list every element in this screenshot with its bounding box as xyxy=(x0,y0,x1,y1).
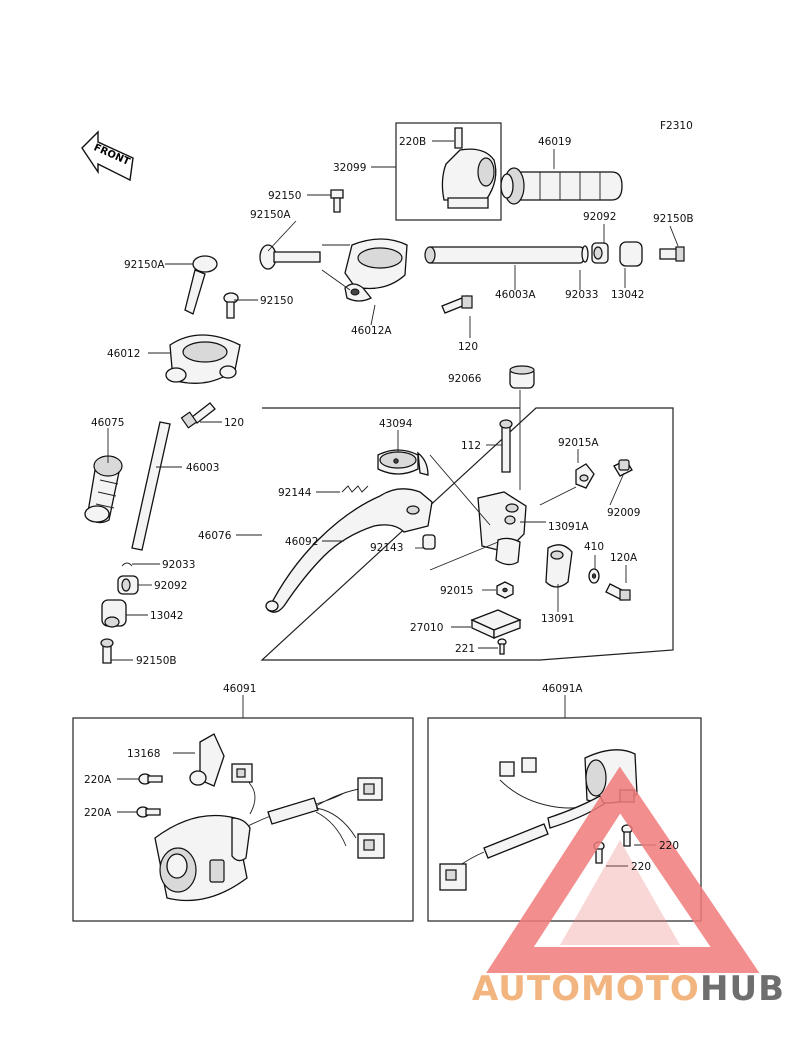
label-92150B-right: 92150B xyxy=(653,213,694,225)
label-220-1: 220 xyxy=(659,840,679,852)
label-13042-right: 13042 xyxy=(611,289,644,301)
label-46019: 46019 xyxy=(538,136,571,148)
label-32099: 32099 xyxy=(333,162,366,174)
washer-410-part xyxy=(588,568,600,584)
bolt-92150A-left-part xyxy=(184,255,218,315)
label-13042-left: 13042 xyxy=(150,610,183,622)
spring-92144-part xyxy=(341,485,369,493)
label-92009: 92009 xyxy=(607,507,640,519)
label-43094: 43094 xyxy=(379,418,413,430)
throttle-housing-frame xyxy=(395,122,502,221)
adjuster-92015A-part xyxy=(575,463,595,489)
left-small-parts xyxy=(100,562,139,664)
grip-left-part xyxy=(84,455,123,524)
throttle-grip-part xyxy=(500,167,623,205)
label-46012: 46012 xyxy=(107,348,140,360)
bolt-120A-part xyxy=(605,583,631,601)
label-220A-1: 220A xyxy=(84,774,112,786)
label-92150B-left: 92150B xyxy=(136,655,177,667)
cover-43094-part xyxy=(377,449,429,476)
bolt-120-left-part xyxy=(180,402,216,429)
handlebar-clamp-right-part xyxy=(344,238,408,302)
label-92033-right: 92033 xyxy=(565,289,598,301)
switch-cable-left-part xyxy=(231,763,385,859)
cap-92066-part xyxy=(509,365,535,389)
label-46003A: 46003A xyxy=(495,289,536,301)
label-92150A-top: 92150A xyxy=(250,209,291,221)
handlebar-clamp-left-part xyxy=(165,334,241,384)
automotohub-watermark-logo: AUTOMOTO HUB xyxy=(472,766,785,1009)
bolt-92150A-top-part xyxy=(259,244,321,270)
label-46012A: 46012A xyxy=(351,325,392,337)
label-92150-left: 92150 xyxy=(260,295,293,307)
screw-220A-2-part xyxy=(136,806,161,818)
label-92144: 92144 xyxy=(278,487,312,499)
label-13091A: 13091A xyxy=(548,521,589,533)
screw-221-part xyxy=(497,638,507,655)
bolt-92150-top-part xyxy=(330,189,344,213)
label-46075: 46075 xyxy=(91,417,124,429)
label-92143: 92143 xyxy=(370,542,403,554)
watermark-text-part2: HUB xyxy=(700,969,785,1009)
label-92015: 92015 xyxy=(440,585,473,597)
pin-92143-part xyxy=(422,534,436,550)
label-112: 112 xyxy=(461,440,481,452)
label-46091A: 46091A xyxy=(542,683,583,695)
handlebar-right-part xyxy=(424,246,585,264)
label-120A: 120A xyxy=(610,552,638,564)
figure-code: F2310 xyxy=(660,120,693,132)
label-46091: 46091 xyxy=(223,683,256,695)
label-220-2: 220 xyxy=(631,861,651,873)
label-27010: 27010 xyxy=(410,622,443,634)
clutch-lever-frame xyxy=(260,407,674,661)
nut-92015-part xyxy=(496,581,514,599)
label-92015A: 92015A xyxy=(558,437,599,449)
switch-cable-right-part xyxy=(439,757,605,891)
label-221: 221 xyxy=(455,643,475,655)
right-small-parts xyxy=(581,241,685,267)
bolt-120-top-part xyxy=(441,295,473,314)
label-92092-left: 92092 xyxy=(154,580,187,592)
label-92033-left: 92033 xyxy=(162,559,195,571)
switch-27010-part xyxy=(470,609,522,640)
label-120-left: 120 xyxy=(224,417,244,429)
label-46003: 46003 xyxy=(186,462,219,474)
front-arrow-icon: FRONT xyxy=(81,130,134,182)
bolt-112-part xyxy=(499,419,513,473)
lever-13168-part xyxy=(189,733,225,787)
label-92066: 92066 xyxy=(448,373,482,385)
clutch-lever-part xyxy=(265,488,433,613)
label-92150-top: 92150 xyxy=(268,190,301,202)
watermark-text-part1: AUTOMOTO xyxy=(472,969,700,1009)
label-120-top: 120 xyxy=(458,341,478,353)
label-13091: 13091 xyxy=(541,613,574,625)
clutch-perch-part xyxy=(477,491,527,566)
nut-92009-part xyxy=(613,459,633,477)
switch-left-frame xyxy=(72,717,414,922)
label-13168: 13168 xyxy=(127,748,160,760)
switch-housing-left-part xyxy=(154,814,251,902)
switch-right-frame xyxy=(427,717,702,922)
label-220A-2: 220A xyxy=(84,807,112,819)
label-92092-right: 92092 xyxy=(583,211,616,223)
clutch-clamp-part xyxy=(545,544,573,588)
label-46076: 46076 xyxy=(198,530,232,542)
throttle-housing-part xyxy=(441,127,497,209)
handlebar-left-part xyxy=(131,421,171,551)
label-46092: 46092 xyxy=(285,536,318,548)
label-92150A-left: 92150A xyxy=(124,259,165,271)
bolt-92150-left-part xyxy=(223,292,239,319)
screw-220A-1-part xyxy=(138,773,163,785)
label-220B: 220B xyxy=(399,136,426,148)
label-410: 410 xyxy=(584,541,604,553)
